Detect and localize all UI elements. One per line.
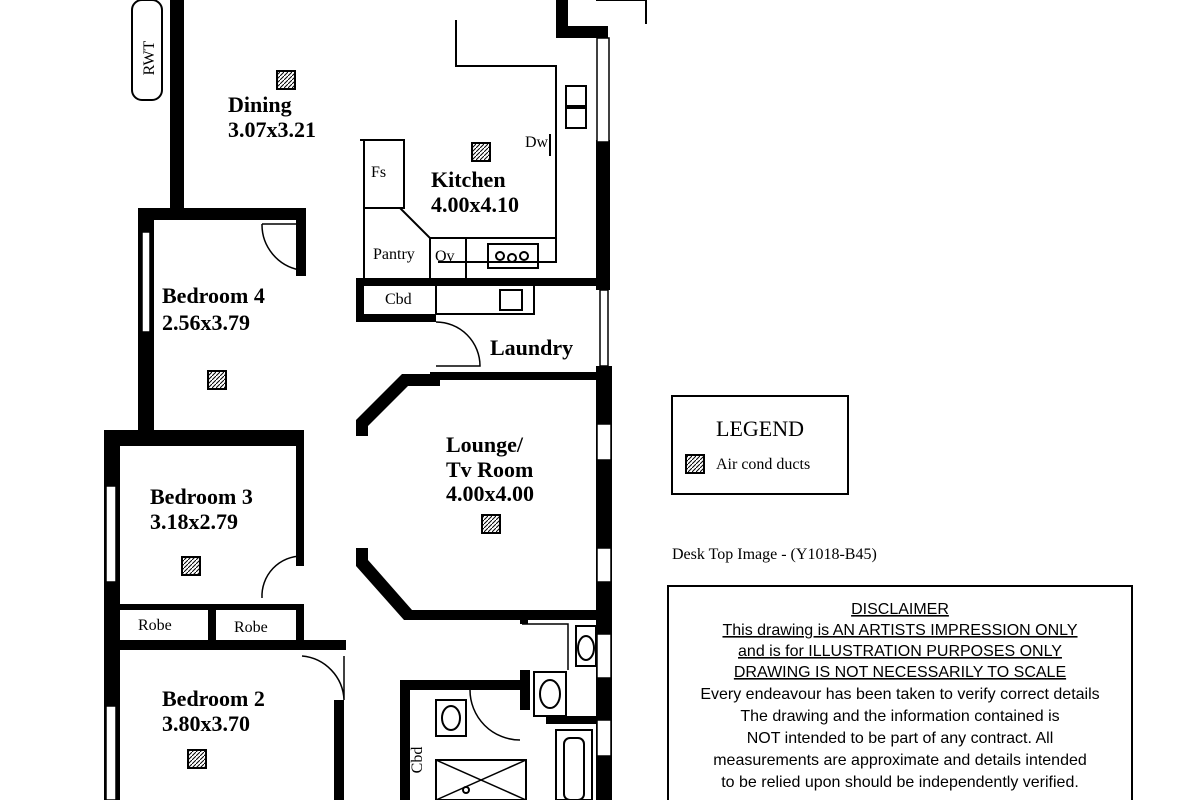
bedroom3-name: Bedroom 3 (150, 484, 253, 509)
bedroom4-size: 2.56x3.79 (162, 310, 250, 335)
air-cond-ducts (181, 70, 501, 769)
duct-kitchen (471, 142, 491, 162)
duct-dining (276, 70, 296, 90)
duct-lounge (481, 514, 501, 534)
bedroom2-name: Bedroom 2 (162, 686, 265, 711)
doors (261, 223, 569, 741)
legend-duct-swatch (685, 454, 705, 474)
disclaimer-line6: NOT intended to be part of any contract.… (747, 730, 1054, 747)
legend: LEGEND Air cond ducts (671, 395, 849, 495)
disclaimer-line7: measurements are approximate and details… (713, 752, 1087, 769)
cbd-bath-label: Cbd (409, 747, 426, 774)
duct-bedroom3 (181, 556, 201, 576)
laundry-name: Laundry (490, 335, 573, 360)
disclaimer-line8: to be relied upon should be independentl… (721, 774, 1079, 791)
kitchen-name: Kitchen (431, 167, 506, 192)
disclaimer-line2: and is for ILLUSTRATION PURPOSES ONLY (738, 643, 1062, 660)
fixtures (131, 0, 597, 800)
bedroom3-size: 3.18x2.79 (150, 509, 238, 534)
robe-label-left: Robe (138, 617, 172, 634)
disclaimer: DISCLAIMER This drawing is AN ARTISTS IM… (667, 585, 1133, 800)
bedroom4-name: Bedroom 4 (162, 283, 265, 308)
oven-label: Ov (435, 248, 455, 265)
cbd-label: Cbd (385, 291, 412, 308)
fs-label: Fs (371, 164, 386, 181)
room-labels: RWT Dining 3.07x3.21 Fs Dw Kitchen 4.00x… (138, 40, 573, 773)
disclaimer-line4: Every endeavour has been taken to verify… (700, 686, 1099, 703)
duct-bedroom4 (207, 370, 227, 390)
rwt-label: RWT (141, 40, 158, 75)
dining-size: 3.07x3.21 (228, 117, 316, 142)
lounge-name-line1: Lounge/ (446, 432, 524, 457)
duct-bedroom2 (187, 749, 207, 769)
lounge-size: 4.00x4.00 (446, 481, 534, 506)
dw-label: Dw (525, 134, 549, 151)
disclaimer-line1: This drawing is AN ARTISTS IMPRESSION ON… (722, 622, 1077, 639)
windows (105, 37, 612, 800)
bedroom2-size: 3.80x3.70 (162, 711, 250, 736)
kitchen-size: 4.00x4.10 (431, 192, 519, 217)
robe-label-right: Robe (234, 619, 268, 636)
legend-title: LEGEND (716, 416, 804, 441)
lounge-name-line2: Tv Room (446, 457, 533, 482)
disclaimer-heading: DISCLAIMER (851, 601, 949, 618)
walls (104, 0, 612, 800)
legend-item: Air cond ducts (716, 456, 810, 473)
image-reference: Desk Top Image - (Y1018-B45) (672, 546, 877, 563)
dining-name: Dining (228, 92, 292, 117)
thin-walls (360, 0, 647, 315)
disclaimer-line5: The drawing and the information containe… (740, 708, 1059, 725)
disclaimer-line3: DRAWING IS NOT NECESSARILY TO SCALE (734, 664, 1066, 681)
pantry-label: Pantry (373, 246, 415, 263)
